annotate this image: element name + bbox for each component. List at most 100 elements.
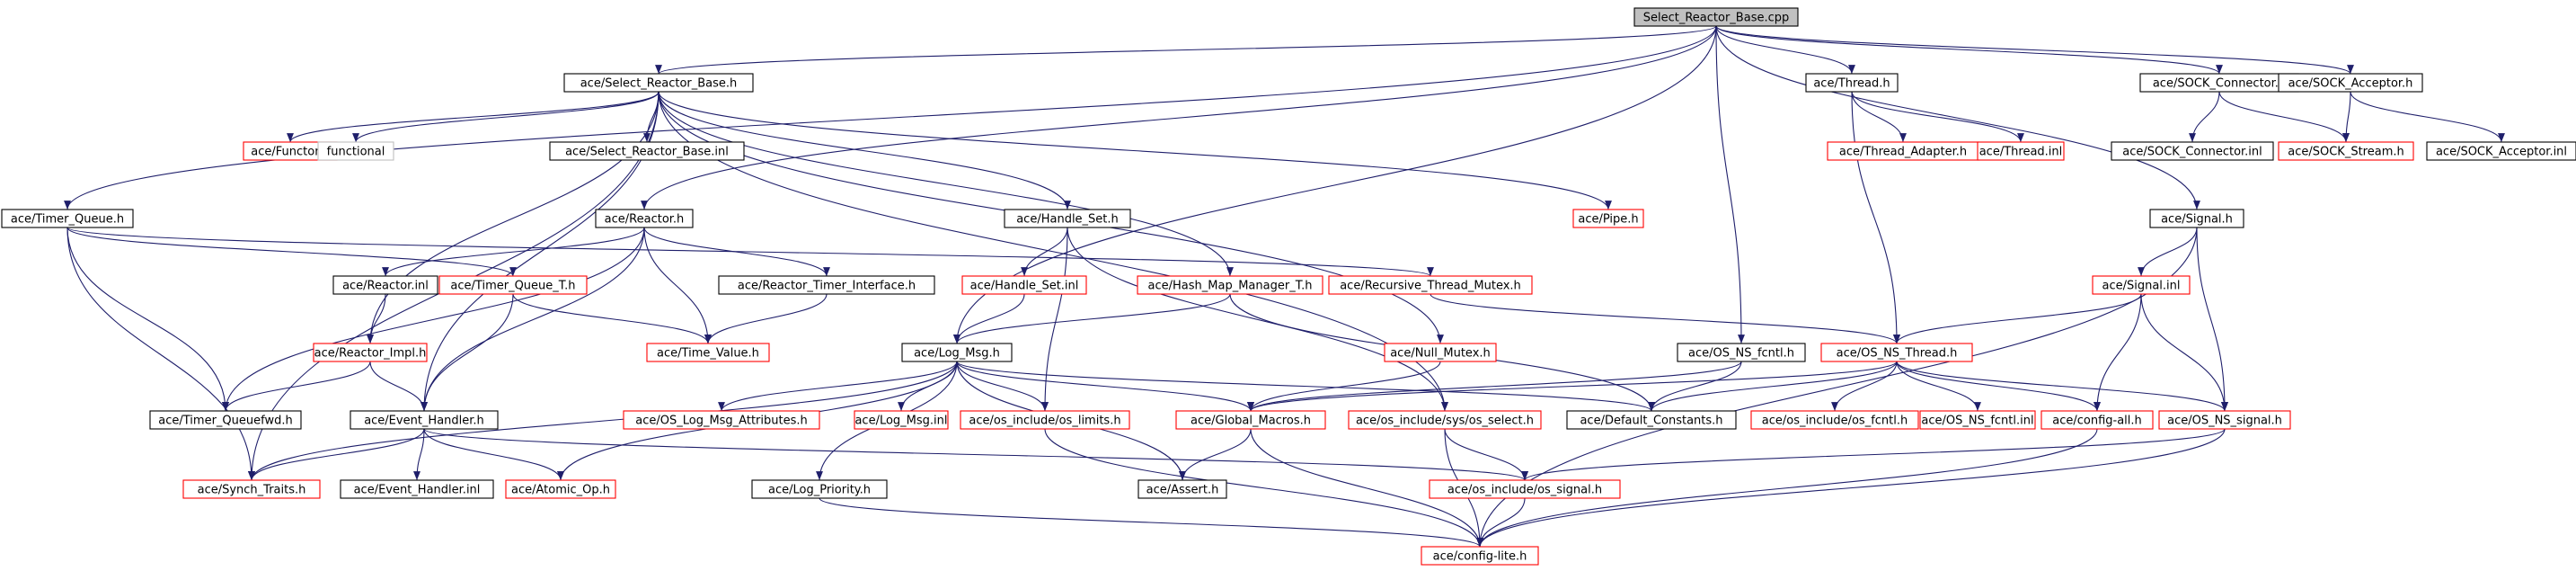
node-box [1572,209,1644,228]
node-box [182,479,321,499]
edge-sock_conn_h-to-sock_conn_inl [2189,91,2220,143]
graph-node-timer-queue-t-h[interactable]: ace/Timer_Queue_T.h [438,275,588,295]
node-box [563,73,754,93]
node-box [1429,479,1621,499]
graph-node-functor-h[interactable]: ace/Functor.h [243,141,338,161]
node-box [438,275,588,295]
node-box [149,410,302,430]
graph-node-reactor-h[interactable]: ace/Reactor.h [595,209,694,228]
node-label: ace/Functor.h [251,146,329,159]
graph-node-log-msg-h[interactable]: ace/Log_Msg.h [901,343,1013,362]
graph-node-os-ns-fcntl-h[interactable]: ace/OS_NS_fcntl.h [1677,343,1806,362]
node-label: ace/Global_Macros.h [1191,415,1311,428]
edge-null_mutex_h-to-global_macros_h [1247,361,1441,412]
graph-node-global-macros-h[interactable]: ace/Global_Macros.h [1175,410,1326,430]
edge-thread_h-to-os_ns_thread_h [1851,91,1900,344]
edges-layer [64,25,2505,548]
node-label: ace/Thread_Adapter.h [1839,146,1967,159]
graph-node-synch-traits-h[interactable]: ace/Synch_Traits.h [182,479,321,499]
edge-signal_inl-to-config_all_h [2094,293,2142,412]
graph-node-os-ns-fcntl-inl[interactable]: ace/OS_NS_fcntl.inl [1919,410,2036,430]
graph-node-null-mutex-h[interactable]: ace/Null_Mutex.h [1384,343,1497,362]
graph-node-signal-h[interactable]: ace/Signal.h [2149,209,2244,228]
node-label: ace/OS_Log_Msg_Attributes.h [635,415,807,428]
edge-root-to-os_ns_fcntl_h [1715,25,1745,344]
node-label: Select_Reactor_Base.cpp [1643,12,1790,25]
edge-log_msg_h-to-synch_traits_h [248,361,958,481]
graph-node-recursive-thread-mutex-h[interactable]: ace/Recursive_Thread_Mutex.h [1328,275,1533,295]
graph-node-config-lite-h[interactable]: ace/config-lite.h [1421,546,1539,566]
graph-node-hash-map-manager-t-h[interactable]: ace/Hash_Map_Manager_T.h [1137,275,1323,295]
graph-node-sock-stream-h[interactable]: ace/SOCK_Stream.h [2278,141,2414,161]
graph-node-os-ns-thread-h[interactable]: ace/OS_NS_Thread.h [1820,343,1973,362]
node-box [1328,275,1533,295]
node-box [646,343,770,362]
node-label: ace/Reactor_Impl.h [314,347,427,361]
graph-node-default-constants-h[interactable]: ace/Default_Constants.h [1566,410,1737,430]
node-box [505,479,616,499]
graph-node-event-handler-inl[interactable]: ace/Event_Handler.inl [340,479,494,499]
edge-srb_h-to-pipe_h [658,91,1612,210]
graph-node-event-handler-h[interactable]: ace/Event_Handler.h [350,410,499,430]
edge-sock_acc_h-to-sock_stream_h [2342,91,2351,143]
graph-node-handle-set-inl[interactable]: ace/Handle_Set.inl [961,275,1087,295]
graph-node-thread-adapter-h[interactable]: ace/Thread_Adapter.h [1827,141,1979,161]
node-label: ace/Reactor.h [605,213,685,227]
graph-node-config-all-h[interactable]: ace/config-all.h [2040,410,2154,430]
graph-node-timer-queuefwd-h[interactable]: ace/Timer_Queuefwd.h [149,410,302,430]
graph-node-srb-h[interactable]: ace/Select_Reactor_Base.h [563,73,754,93]
graph-node-os-ns-signal-h[interactable]: ace/OS_NS_signal.h [2158,410,2291,430]
node-label: ace/Handle_Set.h [1016,213,1119,227]
node-label: ace/Timer_Queue.h [11,213,124,227]
graph-node-os-log-msg-attr-h[interactable]: ace/OS_Log_Msg_Attributes.h [623,410,820,430]
graph-node-thread-inl[interactable]: ace/Thread.inl [1977,141,2065,161]
node-label: ace/OS_NS_fcntl.h [1688,347,1794,361]
graph-node-reactor-timer-iface-h[interactable]: ace/Reactor_Timer_Interface.h [718,275,935,295]
node-box [1677,343,1806,362]
graph-node-os-fcntl-h[interactable]: ace/os_include/os_fcntl.h [1750,410,1919,430]
node-box [2149,209,2244,228]
graph-node-log-priority-h[interactable]: ace/Log_Priority.h [751,479,888,499]
graph-node-signal-inl[interactable]: ace/Signal.inl [2092,275,2191,295]
edge-timer_queue_h-to-synch_traits_h [66,227,255,481]
edge-srb_h-to-hash_map_manager_t_h [658,91,1234,277]
graph-node-os-signal-h[interactable]: ace/os_include/os_signal.h [1429,479,1621,499]
node-label: ace/Event_Handler.inl [354,484,481,497]
graph-node-sock-conn-h[interactable]: ace/SOCK_Connector.h [2139,73,2299,93]
node-box [2040,410,2154,430]
node-box [1820,343,1973,362]
graph-node-reactor-impl-h[interactable]: ace/Reactor_Impl.h [313,343,428,362]
graph-node-timer-queue-h[interactable]: ace/Timer_Queue.h [1,209,134,228]
edge-reactor_h-to-time_value_h [643,227,712,344]
edge-signal_h-to-os_ns_signal_h [2196,227,2228,412]
graph-node-thread-h[interactable]: ace/Thread.h [1805,73,1899,93]
node-box [1977,141,2065,161]
graph-node-time-value-h[interactable]: ace/Time_Value.h [646,343,770,362]
node-label: ace/Handle_Set.inl [970,280,1079,293]
graph-node-pipe-h[interactable]: ace/Pipe.h [1572,209,1644,228]
graph-node-reactor-inl[interactable]: ace/Reactor.inl [332,275,438,295]
edge-root-to-sock_conn_h [1715,25,2223,75]
graph-node-srb-inl[interactable]: ace/Select_Reactor_Base.inl [549,141,745,161]
edge-signal_inl-to-os_ns_signal_h [2140,293,2228,412]
edge-os_ns_thread_h-to-config_all_h [1896,361,2101,412]
graph-node-sock-acc-inl[interactable]: ace/SOCK_Acceptor.inl [2426,141,2576,161]
node-label: ace/SOCK_Stream.h [2288,146,2404,159]
graph-node-os-select-h[interactable]: ace/os_include/sys/os_select.h [1348,410,1542,430]
graph-node-os-limits-h[interactable]: ace/os_include/os_limits.h [960,410,1130,430]
graph-node-sock-conn-inl[interactable]: ace/SOCK_Connector.inl [2111,141,2274,161]
nodes-layer: Select_Reactor_Base.cpp ace/Select_Reacto… [1,7,2576,566]
graph-node-handle-set-h[interactable]: ace/Handle_Set.h [1004,209,1131,228]
graph-node-assert-h[interactable]: ace/Assert.h [1138,479,1227,499]
edge-os_ns_signal_h-to-config_lite_h [1476,428,2226,548]
edge-root-to-reactor_h [641,25,1717,210]
graph-node-log-msg-inl[interactable]: ace/Log_Msg.inl [854,410,949,430]
graph-node-atomic-op-h[interactable]: ace/Atomic_Op.h [505,479,616,499]
node-label: ace/Select_Reactor_Base.inl [565,146,729,159]
node-label: ace/OS_NS_signal.h [2167,415,2282,428]
graph-node-functional: functional [317,141,394,161]
graph-node-sock-acc-h[interactable]: ace/SOCK_Acceptor.h [2278,73,2423,93]
edge-os_ns_fcntl_h-to-default_constants_h [1648,361,1742,412]
edge-os_ns_fcntl_h-to-global_macros_h [1247,361,1742,412]
